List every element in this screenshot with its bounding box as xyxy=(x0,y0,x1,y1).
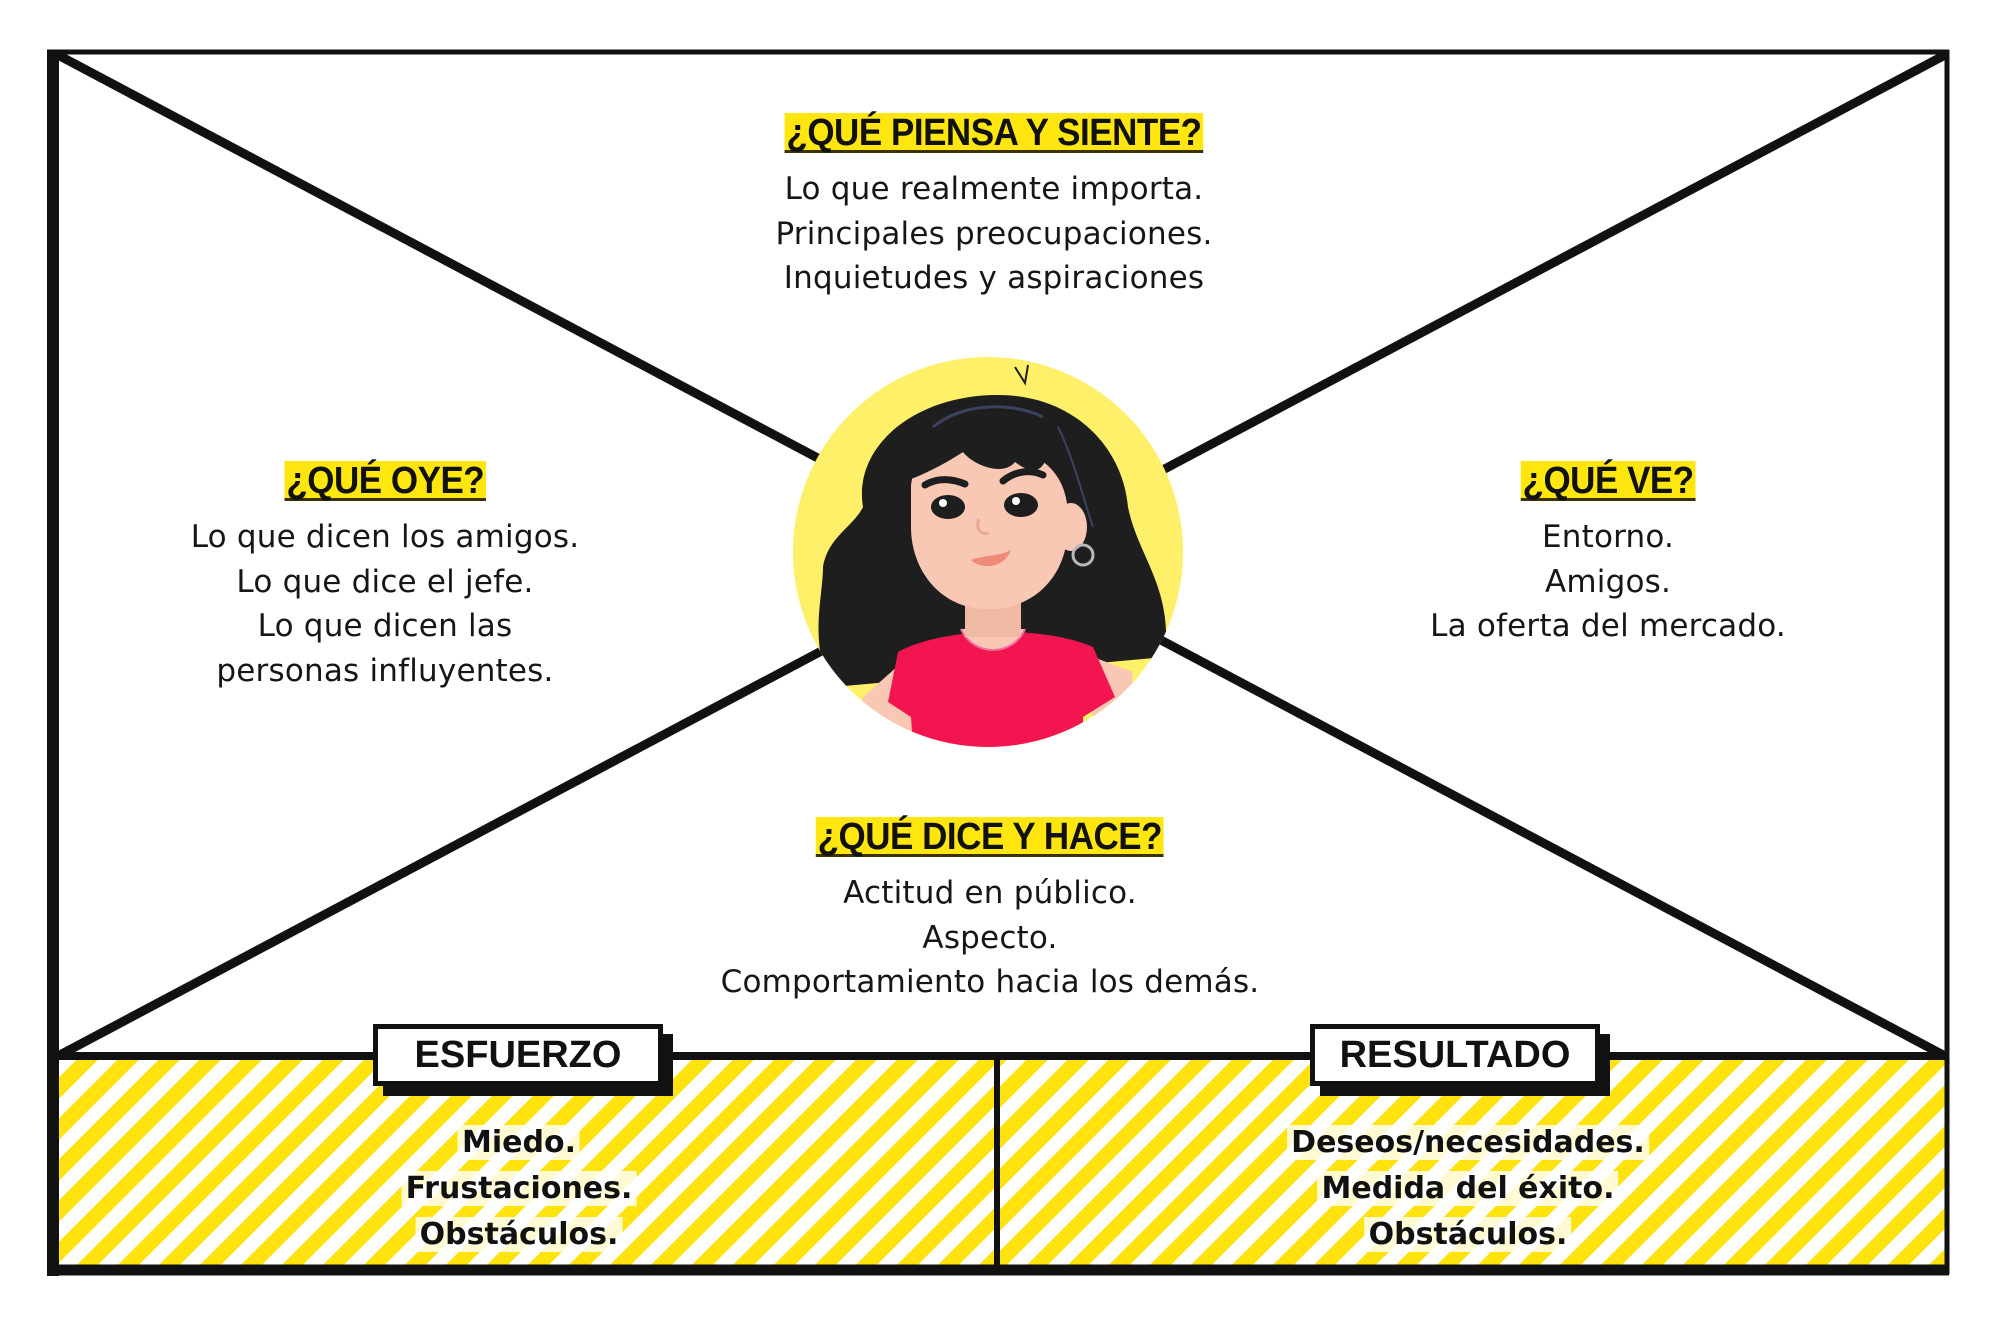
list-item: Lo que dicen las xyxy=(257,608,513,644)
sees-list: Entorno. Amigos. La oferta del mercado. xyxy=(1430,515,1786,649)
list-item: Lo que realmente importa. xyxy=(784,171,1204,207)
list-item: Obstáculos. xyxy=(1364,1217,1572,1252)
section-hears: ¿QUÉ OYE? Lo que dicen los amigos. Lo qu… xyxy=(191,461,580,693)
list-item: Lo que dicen los amigos. xyxy=(190,519,580,555)
effort-label-text: ESFUERZO xyxy=(414,1033,622,1076)
result-list: Deseos/necesidades. Medida del éxito. Ob… xyxy=(1287,1120,1649,1258)
section-thinks-feels: ¿QUÉ PIENSA Y SIENTE? Lo que realmente i… xyxy=(766,113,1221,301)
woman-avatar-icon xyxy=(793,357,1183,747)
heading-thinks-feels: ¿QUÉ PIENSA Y SIENTE? xyxy=(784,112,1204,154)
list-item: Medida del éxito. xyxy=(1317,1171,1619,1206)
list-item: Aspecto. xyxy=(922,919,1058,956)
list-item: Inquietudes y aspiraciones xyxy=(783,260,1205,296)
list-item: Entorno. xyxy=(1541,519,1675,555)
heading-sees: ¿QUÉ VE? xyxy=(1520,460,1696,502)
thinks-feels-list: Lo que realmente importa. Principales pr… xyxy=(766,167,1221,301)
effort-label: ESFUERZO xyxy=(373,1024,663,1086)
list-item: Principales preocupaciones. xyxy=(775,215,1213,252)
list-item: Miedo. xyxy=(458,1125,580,1160)
heading-says-does: ¿QUÉ DICE Y HACE? xyxy=(815,816,1165,858)
effort-list: Miedo. Frustaciones. Obstáculos. xyxy=(401,1120,637,1258)
list-item: Comportamiento hacia los demás. xyxy=(720,964,1260,1000)
says-does-list: Actitud en público. Aspecto. Comportamie… xyxy=(721,871,1260,1005)
hears-list: Lo que dicen los amigos. Lo que dice el … xyxy=(191,515,580,693)
heading-hears: ¿QUÉ OYE? xyxy=(284,460,486,502)
list-item: Amigos. xyxy=(1544,563,1672,600)
list-item: Frustaciones. xyxy=(401,1171,637,1206)
list-item: Lo que dice el jefe. xyxy=(236,563,534,600)
result-label-text: RESULTADO xyxy=(1339,1033,1571,1076)
list-item: personas influyentes. xyxy=(216,652,554,689)
list-item: Actitud en público. xyxy=(843,875,1137,911)
result-label: RESULTADO xyxy=(1310,1024,1600,1086)
list-item: Obstáculos. xyxy=(415,1217,623,1252)
section-sees: ¿QUÉ VE? Entorno. Amigos. La oferta del … xyxy=(1430,461,1786,649)
list-item: La oferta del mercado. xyxy=(1430,608,1786,644)
section-says-does: ¿QUÉ DICE Y HACE? Actitud en público. As… xyxy=(721,817,1260,1005)
list-item: Deseos/necesidades. xyxy=(1287,1125,1649,1160)
